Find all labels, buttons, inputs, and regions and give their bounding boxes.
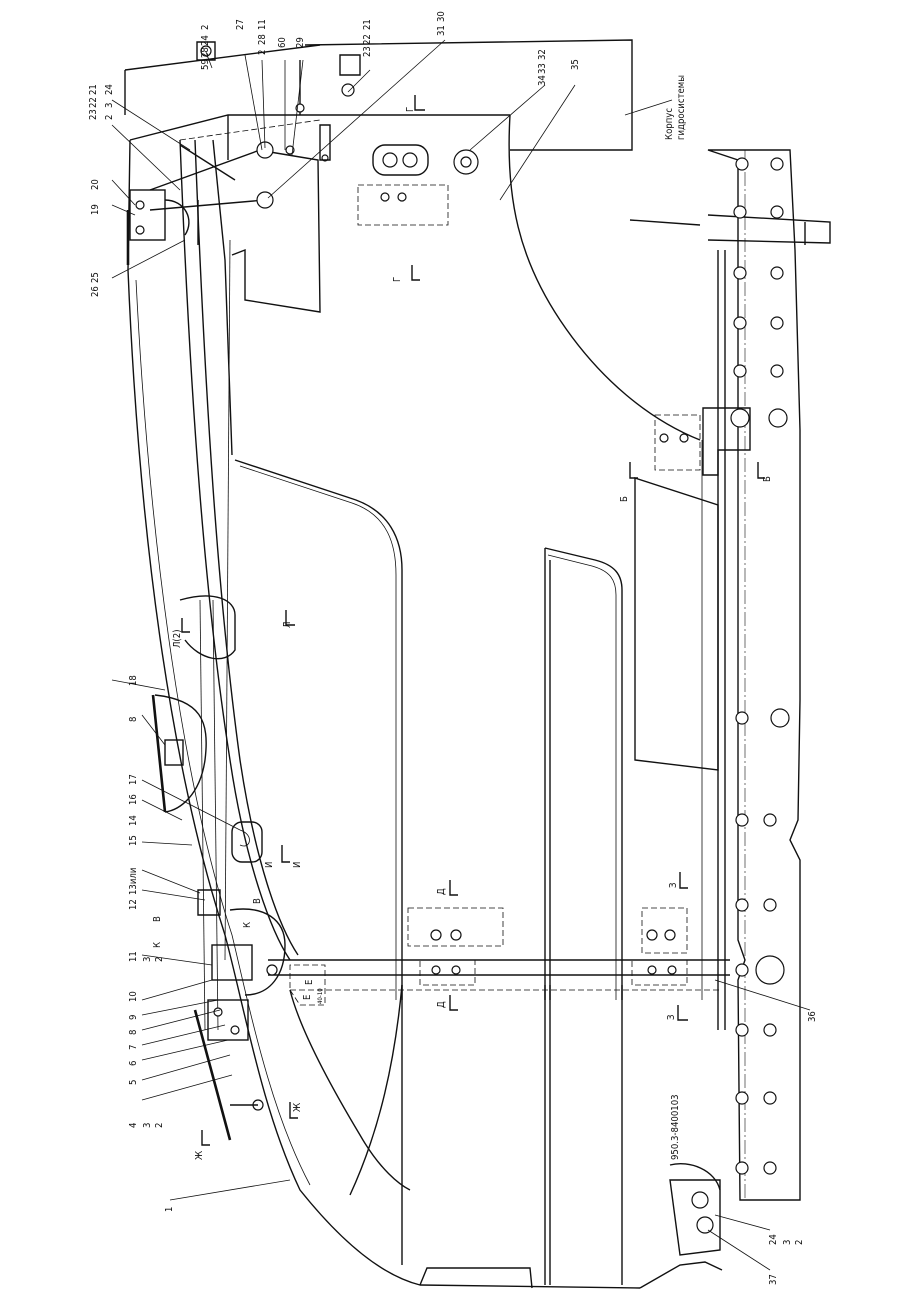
bracket-note: Е bbox=[302, 995, 313, 1000]
callout-11-l: 11 bbox=[128, 951, 139, 962]
callout-5: 5 bbox=[128, 1080, 139, 1085]
callout-19: 19 bbox=[90, 204, 101, 215]
callout-59: 59 bbox=[200, 59, 211, 70]
hydraulic-body-label-1: Корпус bbox=[664, 108, 675, 140]
callout-8: 8 bbox=[128, 1030, 139, 1035]
callout-3-l3: 3 bbox=[142, 1123, 153, 1128]
leader-lines bbox=[111, 39, 811, 1271]
section-V: В bbox=[152, 916, 163, 922]
callout-22-l: 22 bbox=[88, 97, 99, 108]
callout-11: 11 bbox=[257, 19, 268, 30]
main-outline bbox=[124, 39, 726, 1289]
callout-20: 20 bbox=[90, 179, 101, 190]
callout-23-l: 23 bbox=[88, 109, 99, 120]
section-I-2: И bbox=[292, 862, 303, 868]
callout-18: 18 bbox=[128, 675, 139, 686]
callout-29: 29 bbox=[295, 37, 306, 48]
section-Z-2: З bbox=[666, 1015, 677, 1020]
section-Z: З bbox=[668, 883, 679, 888]
callout-2-l: 2 bbox=[104, 115, 115, 120]
callout-36: 36 bbox=[807, 1011, 818, 1022]
section-E: Е bbox=[304, 980, 315, 985]
callout-35: 35 bbox=[570, 59, 581, 70]
callout-2: 2 bbox=[200, 25, 211, 30]
section-K: К bbox=[152, 942, 163, 948]
callout-3-l2: 3 bbox=[142, 957, 153, 962]
callout-3-b: 3 bbox=[782, 1240, 793, 1245]
frame-holes bbox=[733, 157, 790, 1175]
callout-24-l: 24 bbox=[104, 84, 115, 95]
section-G-top: Г bbox=[405, 107, 416, 112]
callout-2-l3: 2 bbox=[154, 1123, 165, 1128]
section-marks bbox=[181, 95, 765, 1146]
section-I: И bbox=[264, 862, 275, 868]
callout-14: 14 bbox=[128, 815, 139, 826]
callout-2b: 2 bbox=[257, 50, 268, 55]
callout-28b: 28 bbox=[257, 34, 268, 45]
callout-13ili: 13или bbox=[128, 868, 139, 895]
section-G: Г bbox=[392, 277, 403, 282]
section-B-left: Б bbox=[619, 496, 630, 502]
section-B-right: Б bbox=[762, 476, 773, 482]
hydraulic-body-label-2: гидросистемы bbox=[676, 75, 687, 140]
callout-12: 12 bbox=[128, 899, 139, 910]
callout-6: 6 bbox=[128, 1061, 139, 1066]
section-K-2: К bbox=[242, 922, 253, 928]
callout-30: 30 bbox=[436, 11, 447, 22]
callout-21: 21 bbox=[362, 19, 373, 30]
section-L2: Л(2) bbox=[172, 629, 183, 648]
callouts-bottom: 24 3 2 37 36 bbox=[768, 1011, 818, 1285]
callout-24-b: 24 bbox=[768, 1234, 779, 1245]
bracket-note-sub: 40-10 bbox=[317, 988, 324, 1004]
callout-8-top: 8 bbox=[128, 717, 139, 722]
hardware bbox=[126, 41, 721, 1256]
callout-28: 28 bbox=[200, 47, 211, 58]
callout-2-l2: 2 bbox=[154, 957, 165, 962]
callout-17: 17 bbox=[128, 774, 139, 785]
section-L: Л bbox=[282, 622, 293, 628]
section-D: Д bbox=[436, 888, 447, 895]
callout-24: 24 bbox=[200, 35, 211, 46]
section-letters: Г Г Б Б Л(2) Л И И В В К К Е Ж Ж Д Д З З bbox=[152, 107, 773, 1160]
callout-21-l: 21 bbox=[88, 84, 99, 95]
callout-9: 9 bbox=[128, 1015, 139, 1020]
callout-10: 10 bbox=[128, 991, 139, 1002]
callout-60: 60 bbox=[277, 37, 288, 48]
section-V-2: В bbox=[252, 898, 263, 904]
callout-3-l: 3 bbox=[104, 103, 115, 108]
callouts-top: 2 24 28 59 27 11 28 2 60 29 21 22 23 30 … bbox=[200, 11, 581, 86]
callout-2-b: 2 bbox=[794, 1240, 805, 1245]
callout-25: 25 bbox=[90, 272, 101, 283]
linkage-rods bbox=[149, 149, 730, 1031]
callout-37: 37 bbox=[768, 1274, 779, 1285]
section-Zh: Ж bbox=[194, 1150, 205, 1160]
callout-4: 4 bbox=[128, 1123, 139, 1128]
frame-rail bbox=[629, 149, 831, 1201]
callout-33: 33 bbox=[537, 63, 548, 74]
part-number: 950.3-8400103 bbox=[670, 1094, 681, 1160]
callout-1: 1 bbox=[164, 1207, 175, 1212]
section-Zh-2: Ж bbox=[292, 1102, 303, 1112]
callout-22: 22 bbox=[362, 34, 373, 45]
callout-34: 34 bbox=[537, 75, 548, 86]
callout-16: 16 bbox=[128, 794, 139, 805]
section-D-2: Д bbox=[436, 1001, 447, 1008]
callout-27: 27 bbox=[235, 19, 246, 30]
callouts-left: 24 3 2 21 22 23 20 19 25 26 18 8 17 16 1… bbox=[88, 84, 175, 1212]
callout-23: 23 bbox=[362, 46, 373, 57]
callout-7: 7 bbox=[128, 1045, 139, 1050]
callout-26: 26 bbox=[90, 286, 101, 297]
callout-15: 15 bbox=[128, 835, 139, 846]
callout-32: 32 bbox=[537, 49, 548, 60]
callout-31: 31 bbox=[436, 25, 447, 36]
